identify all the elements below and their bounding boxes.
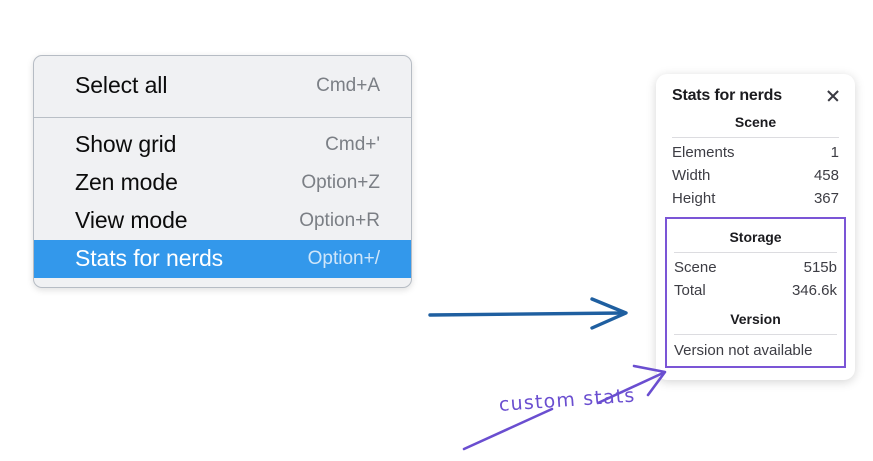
- section-divider: [674, 252, 837, 253]
- menu-item-view-mode[interactable]: View mode Option+R: [34, 202, 411, 240]
- stat-key: Total: [674, 282, 706, 299]
- stat-value: 458: [813, 167, 839, 184]
- stat-key: Scene: [674, 259, 717, 276]
- menu-item-label: View mode: [75, 207, 188, 233]
- stat-row-storage-scene: Scene 515b: [674, 256, 837, 279]
- menu-item-label: Select all: [75, 72, 168, 98]
- menu-item-shortcut: Option+/: [307, 247, 380, 269]
- context-menu[interactable]: Select all Cmd+A Show grid Cmd+' Zen mod…: [33, 55, 412, 288]
- stat-row-height: Height 367: [672, 187, 839, 210]
- menu-item-label: Stats for nerds: [75, 245, 224, 271]
- menu-group-1: Select all Cmd+A: [34, 56, 411, 118]
- stat-key: Width: [672, 167, 711, 184]
- stat-value: 346.6k: [791, 282, 837, 299]
- menu-item-zen-mode[interactable]: Zen mode Option+Z: [34, 164, 411, 202]
- stat-key: Height: [672, 190, 716, 207]
- menu-item-show-grid[interactable]: Show grid Cmd+': [34, 126, 411, 164]
- panel-title: Stats for nerds: [672, 87, 782, 104]
- menu-item-shortcut: Cmd+': [325, 133, 380, 155]
- section-heading-storage: Storage: [729, 229, 782, 245]
- stat-key: Elements: [672, 144, 735, 161]
- close-icon[interactable]: [825, 88, 841, 104]
- menu-group-2: Show grid Cmd+' Zen mode Option+Z View m…: [34, 118, 411, 287]
- menu-item-select-all[interactable]: Select all Cmd+A: [34, 67, 411, 105]
- stat-value: 515b: [803, 259, 837, 276]
- stat-row-elements: Elements 1: [672, 141, 839, 164]
- annotation-label-custom-stats: custom stats: [498, 384, 637, 416]
- stat-value: 367: [813, 190, 839, 207]
- section-heading-scene: Scene: [734, 114, 777, 130]
- panel-header: Stats for nerds: [656, 86, 855, 105]
- stat-row-width: Width 458: [672, 164, 839, 187]
- menu-item-stats-for-nerds[interactable]: Stats for nerds Option+/: [34, 240, 411, 278]
- menu-item-label: Show grid: [75, 131, 177, 157]
- menu-item-shortcut: Option+Z: [301, 171, 380, 193]
- section-custom-stats-box: Storage Scene 515b Total 346.6k Version …: [665, 217, 846, 368]
- menu-item-shortcut: Option+R: [299, 209, 380, 231]
- section-divider: [672, 137, 839, 138]
- stats-for-nerds-panel: Stats for nerds Scene Elements 1 Width 4…: [656, 74, 855, 380]
- section-heading-version: Version: [730, 311, 781, 327]
- menu-item-label: Zen mode: [75, 169, 178, 195]
- menu-item-shortcut: Cmd+A: [316, 74, 380, 96]
- version-not-available-text: Version not available: [674, 342, 813, 359]
- section-divider: [674, 334, 837, 335]
- blue-arrow: [428, 297, 628, 330]
- stat-value: 1: [830, 144, 839, 161]
- stat-row-storage-total: Total 346.6k: [674, 279, 837, 302]
- section-scene: Scene Elements 1 Width 458 Height 367: [656, 105, 855, 210]
